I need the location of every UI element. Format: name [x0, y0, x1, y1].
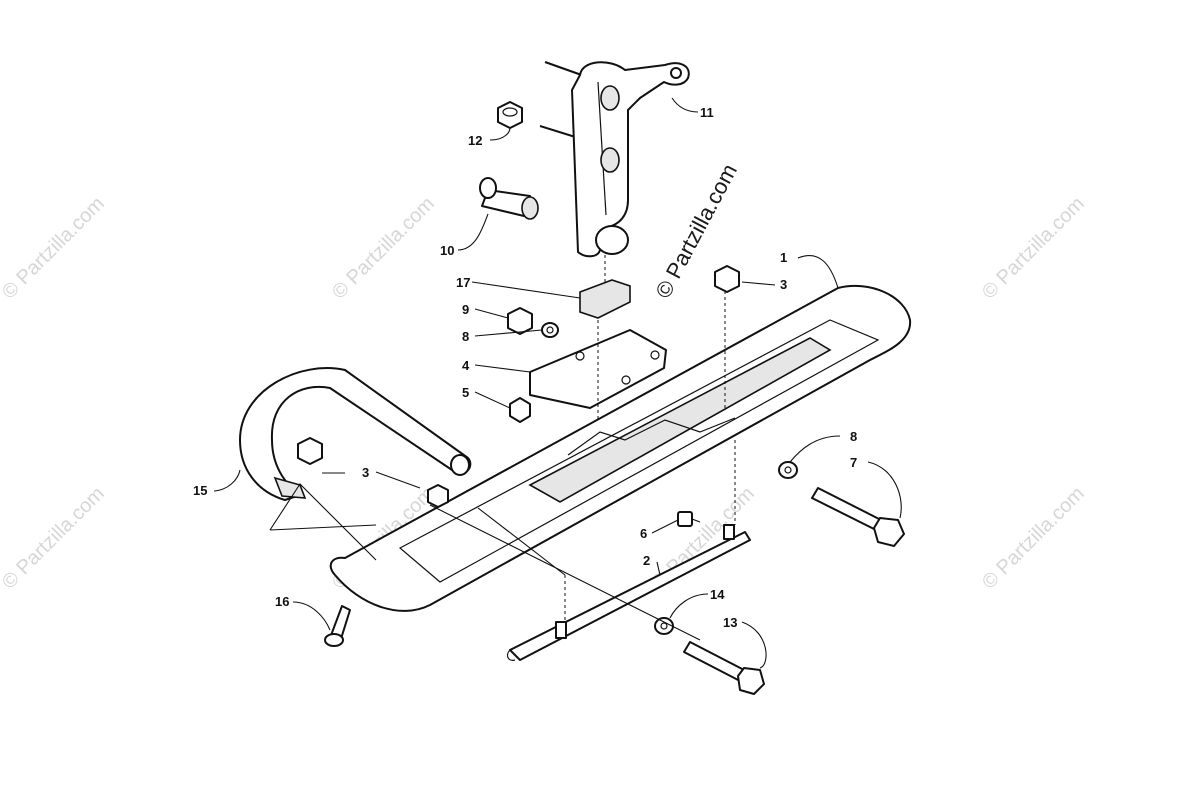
watermark-7: © Partzilla.com	[978, 483, 1089, 594]
callout-17[interactable]: 17	[456, 275, 470, 290]
spindle-arm	[539, 61, 690, 258]
callout-5[interactable]: 5	[462, 385, 469, 400]
callout-labels: 1 2 3 3 4 5 6 7 8 8 9 10 11 12 13 14 15 …	[193, 105, 857, 630]
callout-2[interactable]: 2	[643, 553, 650, 568]
bolt-13	[683, 641, 765, 695]
callout-1[interactable]: 1	[780, 250, 787, 265]
callout-9[interactable]: 9	[462, 302, 469, 317]
callout-11[interactable]: 11	[700, 105, 714, 120]
locknut-3-front	[297, 437, 323, 465]
callout-7[interactable]: 7	[850, 455, 857, 470]
screw-16	[324, 605, 351, 647]
washer-8-upper	[541, 322, 559, 338]
ski-loop-handle-15	[239, 367, 472, 501]
callout-3-front[interactable]: 3	[362, 465, 369, 480]
bolt-7	[811, 487, 905, 547]
callout-14[interactable]: 14	[710, 587, 725, 602]
locknut-3-upper	[714, 265, 740, 293]
leader-lines	[213, 97, 902, 669]
washer-8-lower	[778, 461, 798, 479]
nut-12	[497, 101, 523, 129]
watermark-1: © Partzilla.com	[0, 193, 109, 304]
wear-bar-2	[506, 524, 751, 661]
ski-saddle-4	[529, 320, 667, 470]
callout-3-upper[interactable]: 3	[780, 277, 787, 292]
wear-pad-17	[579, 255, 631, 319]
bushing-10	[479, 177, 539, 220]
callout-6[interactable]: 6	[640, 526, 647, 541]
callout-12[interactable]: 12	[468, 133, 482, 148]
washer-14	[654, 617, 674, 635]
nut-5	[509, 397, 531, 423]
callout-16[interactable]: 16	[275, 594, 289, 609]
watermark-3: © Partzilla.com	[978, 193, 1089, 304]
callout-15[interactable]: 15	[193, 483, 207, 498]
nut-3-lower	[427, 484, 449, 508]
callout-8-lower[interactable]: 8	[850, 429, 857, 444]
callout-8-upper[interactable]: 8	[462, 329, 469, 344]
watermark-4: © Partzilla.com	[0, 483, 109, 594]
callout-13[interactable]: 13	[723, 615, 737, 630]
bolt-6	[677, 511, 701, 527]
nut-9	[507, 307, 533, 335]
callout-4[interactable]: 4	[462, 358, 470, 373]
ski-body	[329, 284, 912, 620]
callout-10[interactable]: 10	[440, 243, 454, 258]
watermark-2: © Partzilla.com	[328, 193, 439, 304]
